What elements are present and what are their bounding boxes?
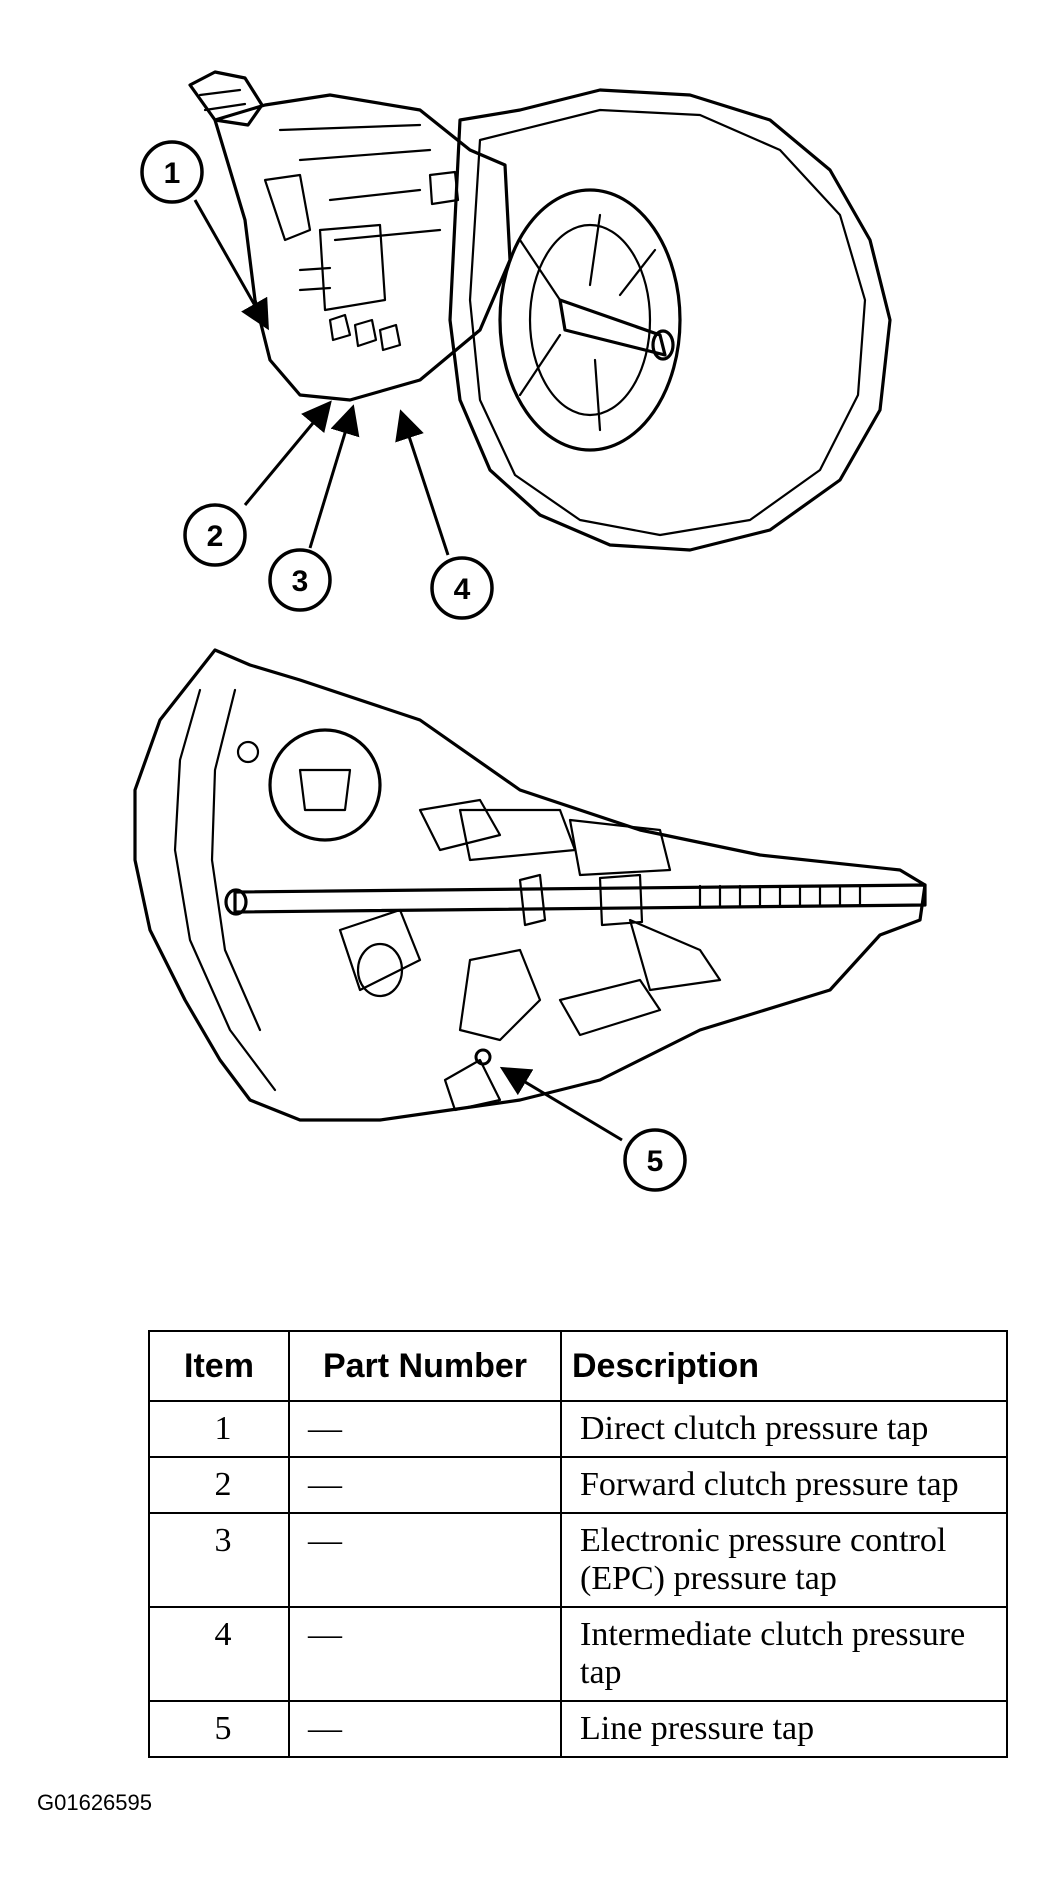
cell-description: Line pressure tap [560, 1700, 1008, 1758]
callout-label-2: 2 [207, 520, 224, 553]
table-row: 3 — Electronic pressure control (EPC) pr… [148, 1512, 1008, 1608]
header-description: Description [560, 1330, 1008, 1402]
header-part-number: Part Number [288, 1330, 562, 1402]
cell-description: Electronic pressure control (EPC) pressu… [560, 1512, 1008, 1608]
callout-2 [183, 503, 247, 567]
cell-item: 5 [148, 1700, 290, 1758]
top-transmission-illustration [188, 70, 892, 552]
cell-item: 2 [148, 1456, 290, 1514]
table-row: 4 — Intermediate clutch pressure tap [148, 1606, 1008, 1702]
cell-part-number: — [288, 1512, 562, 1608]
parts-table: Item Part Number Description 1 — Direct … [148, 1330, 1008, 1758]
cell-description: Intermediate clutch pressure tap [560, 1606, 1008, 1702]
callout-3 [268, 548, 332, 612]
callout-label-1: 1 [164, 157, 181, 190]
callout-label-3: 3 [292, 565, 309, 598]
cell-part-number: — [288, 1606, 562, 1702]
cell-part-number: — [288, 1700, 562, 1758]
figure-code: G01626595 [37, 1790, 152, 1815]
cell-item: 3 [148, 1512, 290, 1608]
callout-5 [623, 1128, 687, 1192]
transmission-diagram: 1 2 3 4 5 [133, 70, 927, 1192]
table-row: 5 — Line pressure tap [148, 1700, 1008, 1758]
cell-description: Direct clutch pressure tap [560, 1400, 1008, 1458]
cell-description: Forward clutch pressure tap [560, 1456, 1008, 1514]
table-row: 1 — Direct clutch pressure tap [148, 1400, 1008, 1458]
callout-label-5: 5 [647, 1145, 664, 1178]
callout-label-4: 4 [454, 573, 471, 606]
cell-part-number: — [288, 1400, 562, 1458]
cell-part-number: — [288, 1456, 562, 1514]
cell-item: 1 [148, 1400, 290, 1458]
bottom-transmission-illustration [133, 648, 927, 1122]
table-row: 2 — Forward clutch pressure tap [148, 1456, 1008, 1514]
cell-item: 4 [148, 1606, 290, 1702]
callout-4 [430, 556, 494, 620]
callout-1 [140, 140, 204, 204]
header-item: Item [148, 1330, 290, 1402]
table-header-row: Item Part Number Description [148, 1330, 1008, 1402]
